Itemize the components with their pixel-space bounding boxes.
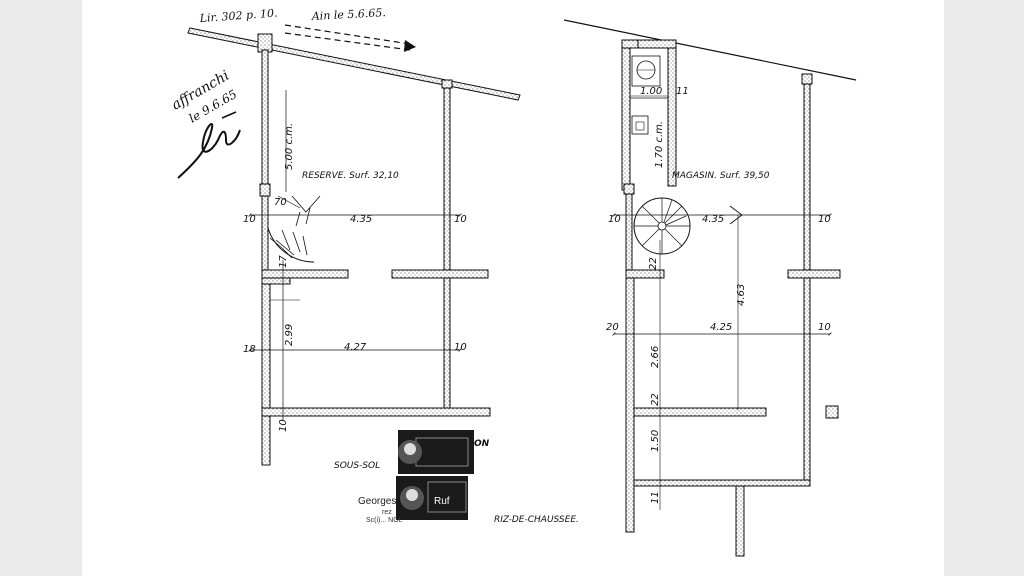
right-dim-height-bottom: 1.50	[650, 430, 661, 452]
left-grid-mark	[259, 183, 271, 197]
left-room-label: RESERVE. Surf. 32,10	[302, 171, 399, 181]
middle-wall-right	[391, 269, 489, 279]
stamp-text: ON	[474, 439, 490, 449]
right-dim-wall-upper-left: 10	[608, 214, 621, 225]
left-corner-post	[257, 33, 273, 53]
left-plan	[187, 27, 521, 466]
left-dim-wall-lower-right: 10	[454, 342, 467, 353]
right-dim-width-upper: 4.35	[702, 214, 724, 225]
right-dim-height-mid: 4.63	[736, 284, 747, 306]
spiral-stair-right	[633, 197, 691, 255]
middle-wall-left	[261, 269, 349, 279]
right-dim-wall-lower-left: 20	[606, 322, 619, 333]
right-top-line	[563, 19, 857, 81]
right-right-wall	[803, 79, 811, 483]
left-dim-wall-lower-left: 18	[243, 344, 256, 355]
closet-corner-post	[623, 183, 635, 195]
right-left-wall-upper	[625, 193, 633, 271]
left-top-wall	[187, 27, 521, 101]
left-wall-upper	[261, 49, 269, 279]
dashed-arrow	[284, 24, 416, 52]
right-floor-label: RIZ-DE-CHAUSSEE.	[494, 515, 579, 525]
left-dim-wall-upper-left: 10	[243, 214, 256, 225]
left-dim-height-upper: 5.00 c.m.	[284, 123, 295, 170]
left-wall-lower	[261, 279, 271, 466]
left-dim-bottom-wall: 10	[278, 419, 289, 432]
right-bottom-wall	[633, 479, 811, 487]
right-dim-closet-width: 1.00	[640, 86, 662, 97]
right-room-label: MAGASIN. Surf. 39,50	[672, 171, 770, 181]
left-dim-width-upper: 4.35	[350, 214, 372, 225]
left-dim-height-lower: 2.99	[284, 324, 295, 346]
right-plan	[563, 19, 857, 557]
right-corner-post-top	[801, 73, 813, 85]
stamp-name-suffix: Ruf	[434, 496, 450, 507]
right-dim-wall-22-upper: 22	[648, 257, 659, 270]
stamp-name: Georges	[358, 496, 396, 507]
bottom-wall	[261, 407, 491, 417]
right-grid-mark	[825, 405, 839, 419]
left-dim-stair-mark: 17	[278, 255, 289, 268]
right-left-wall-lower	[625, 269, 635, 533]
right-wall	[443, 81, 451, 413]
toilet-fixture	[631, 55, 661, 87]
right-bottom-post	[735, 485, 745, 557]
sink-fixture	[631, 115, 649, 135]
right-dim-wall-upper-right: 10	[818, 214, 831, 225]
left-dim-wall-upper-right: 10	[454, 214, 467, 225]
right-inner-wall	[633, 407, 767, 417]
left-dim-stair-small: 70	[274, 197, 287, 208]
left-floor-label: SOUS-SOL	[334, 461, 380, 471]
left-dim-width-lower: 4.27	[344, 342, 367, 353]
right-corner-post	[441, 79, 453, 89]
closet-right-wall	[667, 47, 677, 187]
stamp-line2: rez	[382, 509, 392, 516]
right-dim-height-lower: 2.66	[650, 346, 661, 368]
right-stub-wall	[787, 269, 841, 279]
right-dim-wall-lower-right: 10	[818, 322, 831, 333]
tax-stamps	[396, 430, 474, 520]
handwritten-signature	[177, 111, 241, 179]
right-dim-width-lower: 4.25	[710, 322, 732, 333]
closet-left-wall	[621, 39, 631, 191]
reference-note: Lir. 302 p. 10.	[198, 7, 278, 25]
place-date-note: Ain le 5.6.65.	[310, 6, 386, 23]
right-dim-closet-height: 1.70 c.m.	[654, 121, 665, 168]
right-dim-closet-right: 11	[676, 86, 689, 97]
postage-note: affranchi le 9.6.65	[169, 68, 239, 126]
stamp-line3: Sc(i)... NOL	[366, 517, 403, 524]
right-dim-bottom-wall: 11	[650, 491, 661, 504]
right-dim-wall-22-lower: 22	[650, 393, 661, 406]
